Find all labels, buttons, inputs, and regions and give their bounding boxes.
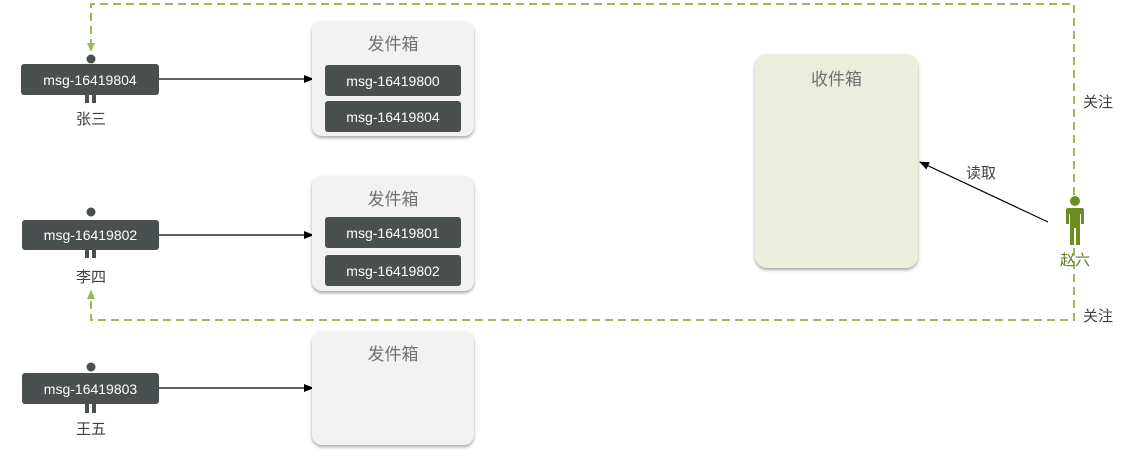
inbox-zhaoliu: 收件箱 — [755, 54, 918, 268]
outbox-wangwu: 发件箱 — [312, 331, 474, 445]
user-msg-tag-zhangsan[interactable]: msg-16419804 — [21, 64, 159, 95]
follow-line-zhangsan — [87, 3, 1075, 195]
read-label: 读取 — [966, 165, 997, 182]
person-icon-zhaoliu — [1066, 196, 1084, 245]
inbox-title: 收件箱 — [811, 70, 862, 89]
follow-label-top: 关注 — [1083, 94, 1114, 111]
outbox-title: 发件箱 — [367, 345, 419, 364]
follow-line-lisi — [87, 248, 1075, 321]
read-arrow — [919, 161, 1049, 223]
follow-label-bottom: 关注 — [1083, 308, 1114, 325]
outbox-title: 发件箱 — [367, 190, 419, 209]
outbox-title: 发件箱 — [367, 35, 419, 54]
person-icon-zhangsan — [85, 54, 96, 103]
user-msg-tag-lisi[interactable]: msg-16419802 — [22, 220, 159, 250]
outbox-message[interactable]: msg-16419802 — [325, 255, 461, 286]
outbox-lisi: 发件箱 msg-16419801 msg-16419802 — [312, 176, 474, 291]
outbox-message[interactable]: msg-16419800 — [325, 65, 461, 96]
outbox-message[interactable]: msg-16419801 — [325, 217, 461, 248]
user-name-lisi: 李四 — [75, 269, 106, 286]
outbox-zhangsan: 发件箱 msg-16419800 msg-16419804 — [312, 21, 474, 136]
user-name-wangwu: 王五 — [75, 421, 106, 438]
user-msg-tag-wangwu[interactable]: msg-16419803 — [22, 373, 159, 404]
user-name-zhangsan: 张三 — [75, 111, 106, 128]
follower-name: 赵六 — [1059, 252, 1090, 269]
outbox-message[interactable]: msg-16419804 — [325, 101, 461, 132]
person-icon-wangwu — [85, 362, 96, 413]
person-icon-lisi — [85, 207, 96, 258]
